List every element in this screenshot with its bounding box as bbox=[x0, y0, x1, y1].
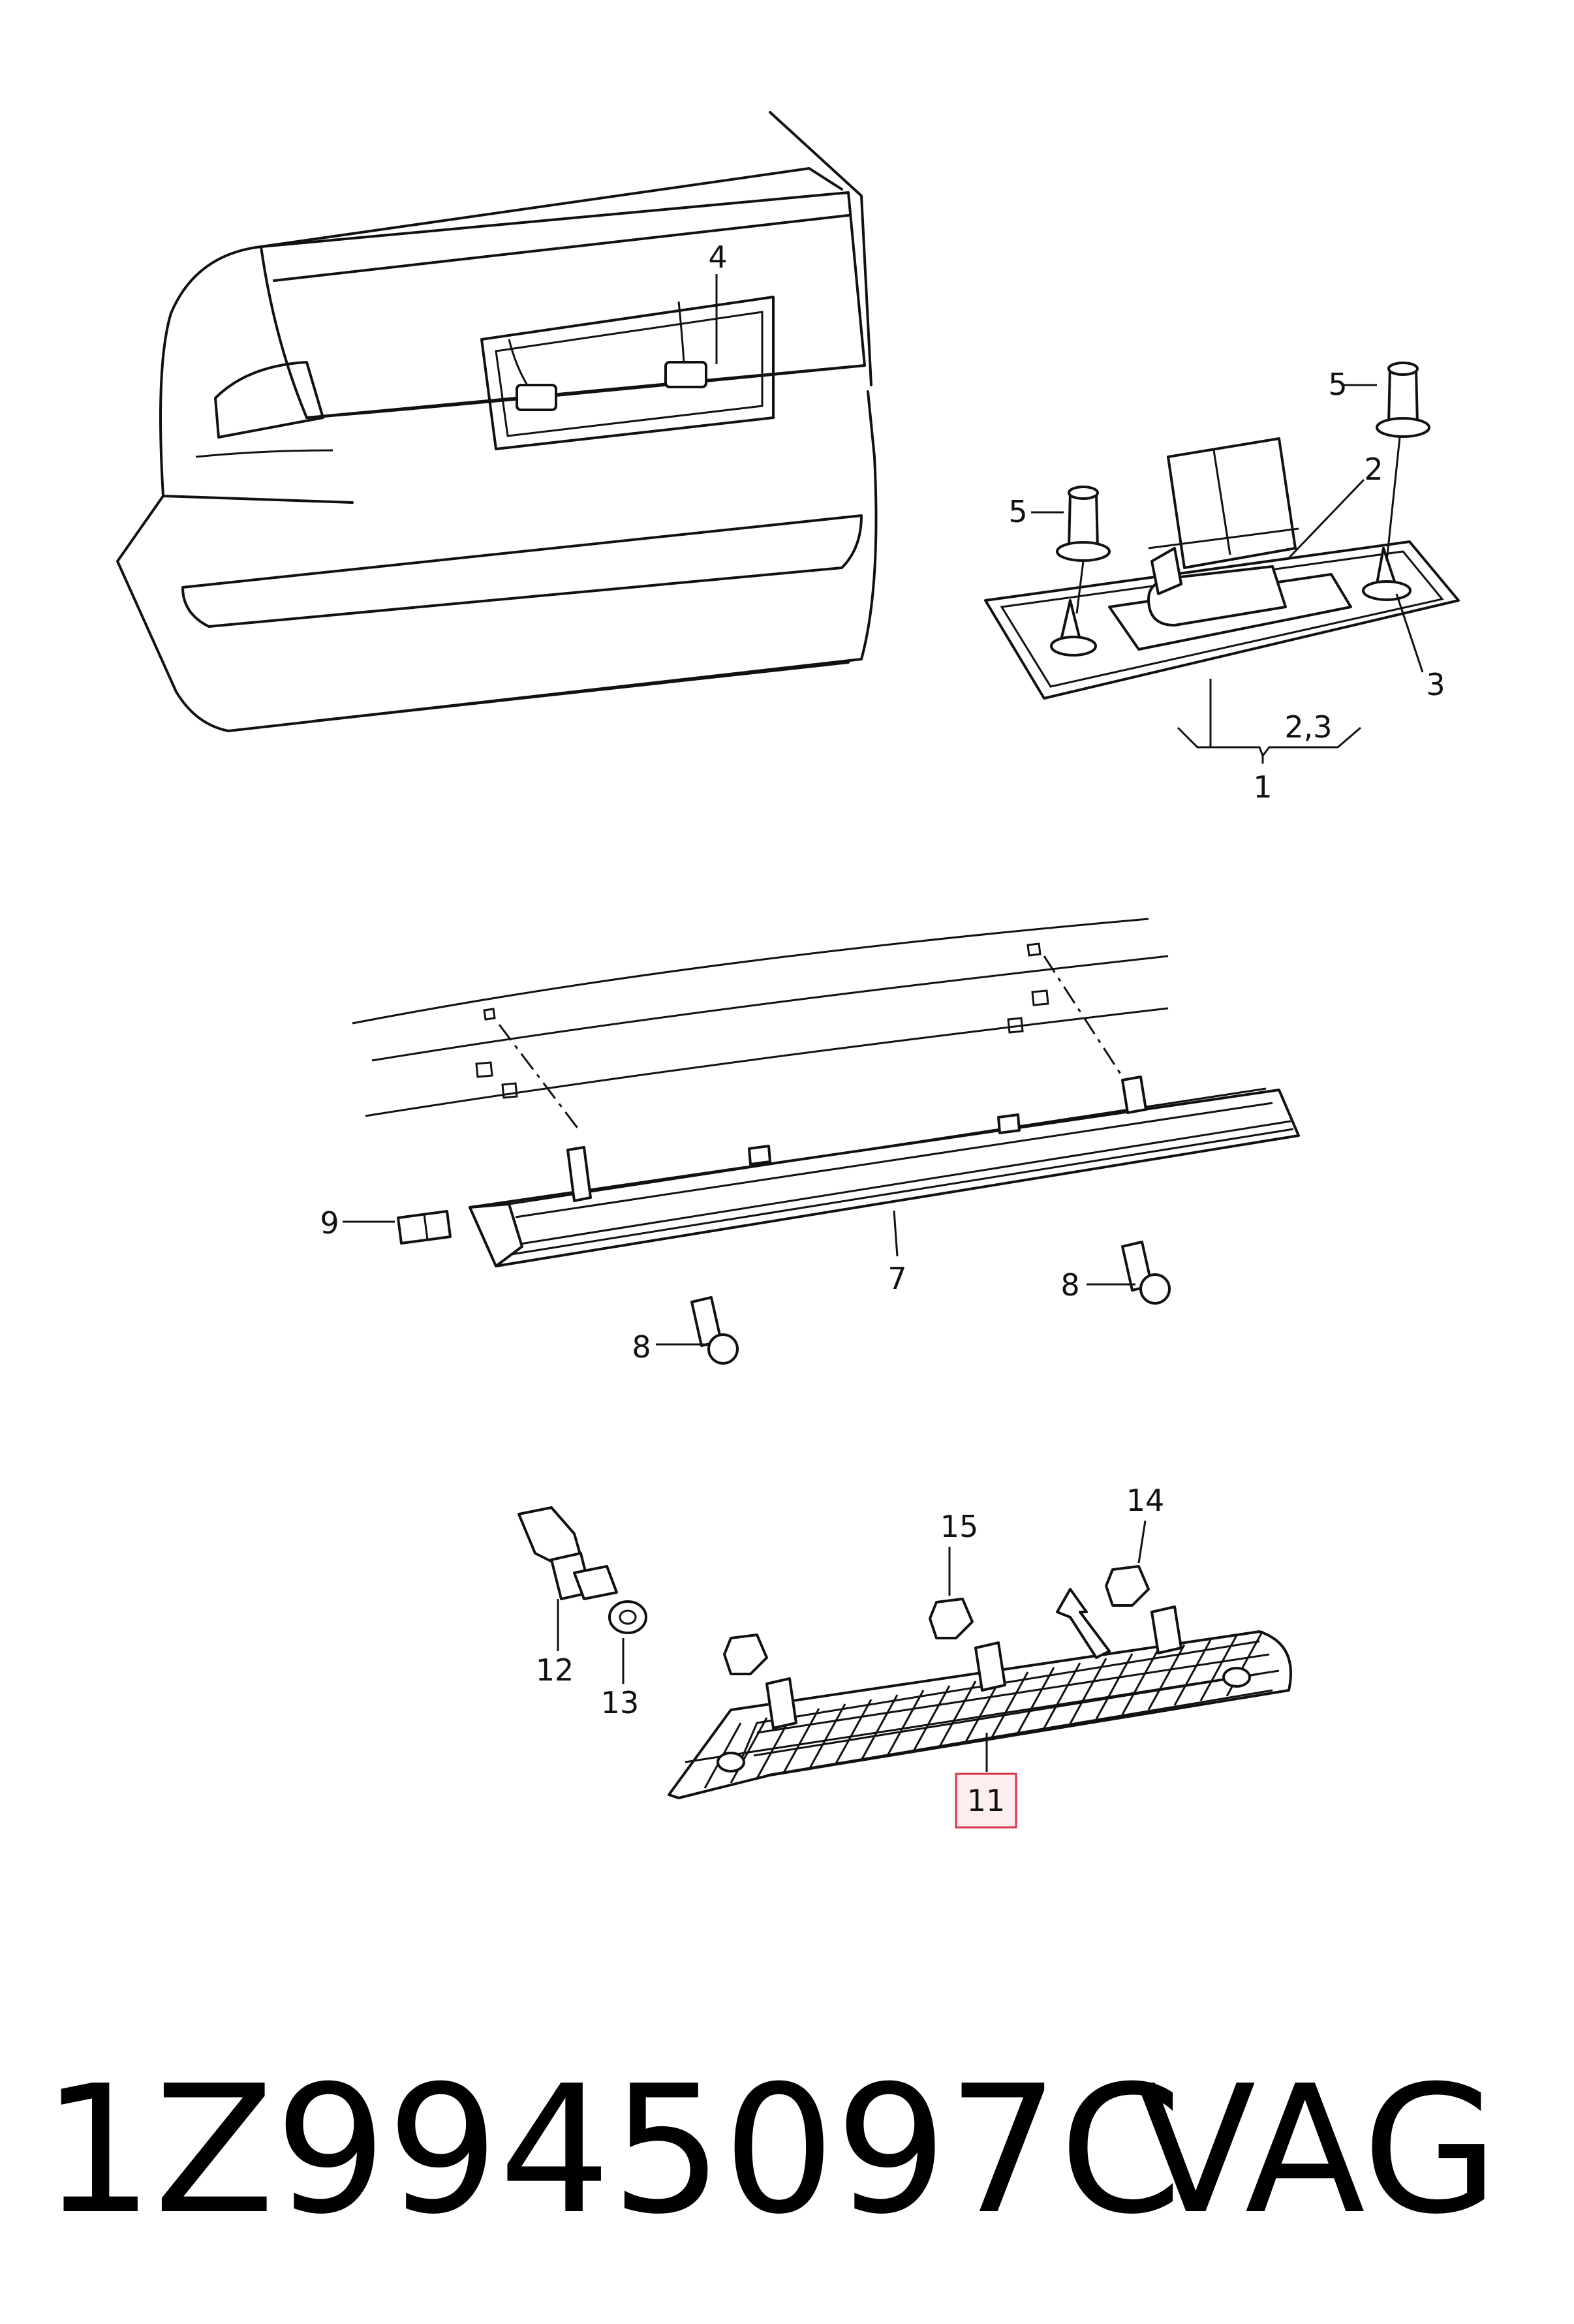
callout-5-upper: 5 bbox=[1328, 367, 1347, 402]
nut-icon bbox=[929, 1598, 974, 1639]
brand-label: VAG bbox=[1135, 2047, 1499, 2253]
part-number: 1Z9945097C bbox=[42, 2047, 1182, 2253]
callout-1: 1 bbox=[1253, 769, 1272, 805]
screw-icon bbox=[1121, 1241, 1171, 1305]
callout-14: 14 bbox=[1126, 1483, 1165, 1518]
nut-icon bbox=[723, 1634, 768, 1675]
car-rear-illustration bbox=[116, 111, 878, 732]
connector-icon bbox=[397, 1210, 452, 1245]
license-plate-lamp-assembly bbox=[984, 362, 1460, 764]
led-brake-light-assembly bbox=[517, 1506, 1292, 1829]
third-brake-light-assembly bbox=[343, 918, 1300, 1365]
callout-13: 13 bbox=[601, 1685, 640, 1720]
washer-icon bbox=[608, 1600, 647, 1634]
callout-4: 4 bbox=[708, 240, 727, 275]
nut-icon bbox=[1105, 1565, 1150, 1607]
callout-8-right: 8 bbox=[1060, 1267, 1079, 1303]
bulb-holder-icon bbox=[517, 1506, 618, 1600]
callout-12: 12 bbox=[536, 1652, 574, 1688]
plate-lamp-connector-left-icon bbox=[516, 384, 557, 411]
callout-3: 3 bbox=[1426, 667, 1445, 702]
plastic-nut-left-icon bbox=[1056, 486, 1111, 562]
callout-9: 9 bbox=[320, 1205, 339, 1241]
callout-2: 2 bbox=[1364, 452, 1383, 487]
highlighted-part-box bbox=[955, 1773, 1017, 1829]
callout-2-3: 2,3 bbox=[1284, 709, 1332, 745]
screw-icon bbox=[690, 1296, 739, 1365]
callout-5-lower: 5 bbox=[1008, 494, 1027, 529]
callout-15: 15 bbox=[940, 1509, 979, 1544]
plate-lamp-connector-right-icon bbox=[664, 361, 707, 388]
plastic-nut-right-icon bbox=[1376, 362, 1430, 438]
callout-8-left: 8 bbox=[632, 1329, 651, 1365]
callout-7: 7 bbox=[887, 1261, 906, 1296]
callout-11: 11 bbox=[967, 1783, 1006, 1818]
